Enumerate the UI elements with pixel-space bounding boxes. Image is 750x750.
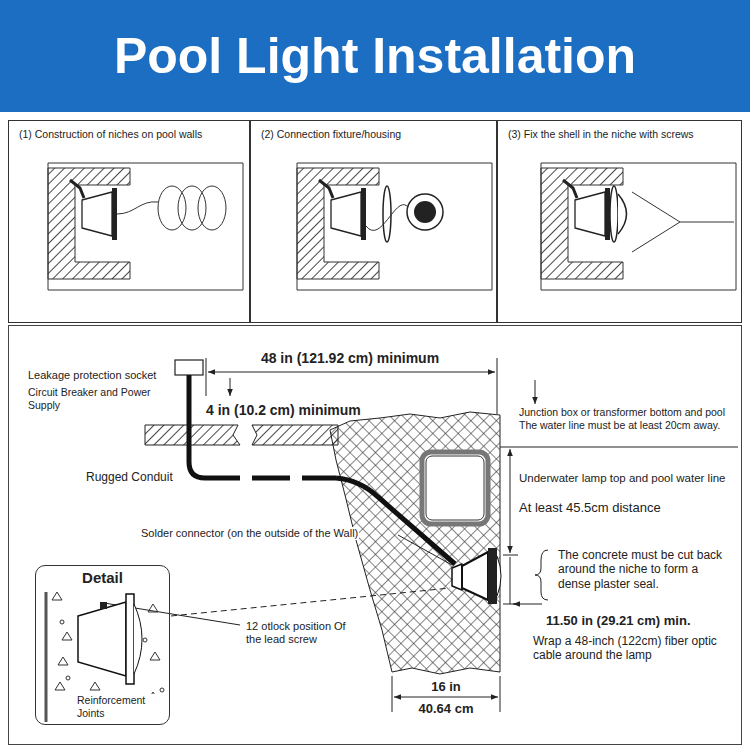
step-3-drawing — [541, 163, 736, 290]
aggregate — [52, 592, 160, 700]
extension-line — [500, 676, 501, 712]
dimension-line — [510, 557, 511, 604]
conduit-run — [189, 375, 240, 478]
step-panel: (3) Fix the shell in the niche with scre… — [497, 120, 742, 323]
junction-box-inner — [426, 456, 484, 520]
dimension-label: 40.64 cm — [418, 701, 475, 717]
socket-box — [175, 360, 203, 375]
dimension-label: 11.50 in (29.21 cm) min. — [545, 613, 692, 629]
pool-lamp — [452, 548, 501, 604]
lamp-lens — [618, 194, 627, 234]
lamp-lens — [414, 201, 436, 223]
wall-section — [297, 168, 379, 279]
cable — [117, 202, 158, 214]
tick — [503, 555, 518, 556]
screw-lines — [632, 192, 734, 252]
conduit — [563, 180, 577, 198]
conduit — [70, 180, 84, 198]
part-label: 12 otlock position Of the lead screw — [245, 620, 350, 646]
note: Underwater lamp top and pool water line — [518, 472, 726, 486]
section-frame — [48, 163, 243, 290]
section-frame — [541, 163, 736, 290]
part-label: Circuit Breaker and Power Supply — [27, 386, 177, 411]
cable-coil — [198, 186, 226, 230]
lead-screw — [100, 602, 107, 609]
step-caption: (3) Fix the shell in the niche with scre… — [506, 128, 696, 141]
dimension-label: 4 in (10.2 cm) minimum — [205, 402, 362, 419]
dimension-line — [510, 449, 511, 553]
lamp-flange — [488, 548, 497, 604]
page-title: Pool Light Installation — [114, 27, 636, 85]
reinforcement-bar — [45, 592, 48, 722]
conduit — [319, 180, 333, 198]
lamp-fixture — [407, 194, 443, 230]
note: Junction box or transformer bottom and p… — [518, 406, 738, 431]
detail-drawing — [46, 592, 164, 722]
step-panel: (2) Connection fixture/housing — [250, 120, 497, 323]
extension-line — [497, 358, 498, 414]
lamp-lens — [497, 556, 501, 596]
lamp-dimensions — [104, 449, 548, 712]
lamp-flange — [126, 594, 134, 684]
trim-ring — [383, 186, 391, 242]
lamp-housing — [331, 192, 361, 236]
leader-line — [398, 535, 452, 565]
step-1-drawing — [48, 163, 243, 290]
part-label: Solder connector (on the outside of the … — [140, 527, 359, 540]
wall-section — [541, 168, 623, 279]
step-2-drawing — [297, 163, 492, 290]
detail-pointer — [171, 588, 450, 616]
lamp-flange — [361, 188, 366, 240]
dimension-line — [394, 697, 498, 698]
cable — [366, 205, 407, 231]
wall-section — [48, 168, 130, 279]
brace — [535, 550, 548, 600]
dimension-label: 16 in — [430, 679, 462, 695]
lamp-lens — [134, 604, 142, 674]
panel-frame — [9, 326, 742, 745]
dimension-arrow — [230, 378, 231, 396]
dimension-arrow — [513, 604, 542, 605]
extension-line — [392, 676, 393, 712]
step-caption: (2) Connection fixture/housing — [259, 128, 403, 141]
extension-line — [206, 358, 207, 396]
step-caption: (1) Construction of niches on pool walls — [17, 128, 204, 141]
conduit-run — [252, 476, 336, 481]
note: The concrete must be cut back around the… — [557, 548, 735, 591]
trim-ring — [610, 186, 618, 242]
detail-heading: Detail — [80, 569, 125, 588]
part-label: Leakage protection socket — [27, 369, 157, 382]
deck-slab — [145, 425, 240, 445]
water-line — [500, 447, 738, 448]
deck-slab — [252, 425, 338, 445]
note: Wrap a 48-inch (122cm) fiber optic cable… — [532, 634, 732, 663]
step-panel: (1) Construction of niches on pool walls — [8, 120, 250, 323]
lamp-housing — [462, 552, 488, 600]
pool-wall — [330, 412, 500, 674]
section-frame — [297, 163, 492, 290]
header-band: Pool Light Installation — [0, 0, 750, 112]
dimension-line — [208, 372, 495, 373]
part-label: Reinforcement Joints — [76, 694, 162, 719]
part-label: Rugged Conduit — [85, 470, 174, 484]
lamp-flange — [112, 188, 117, 240]
lamp-housing — [575, 192, 605, 236]
lamp-back — [452, 564, 462, 590]
dimension-label: 48 in (121.92 cm) minimum — [260, 350, 440, 367]
junction-box — [422, 452, 488, 524]
lamp-housing — [78, 602, 126, 676]
dimension-arrow — [535, 380, 536, 404]
lamp-housing — [82, 192, 112, 236]
dimension-label: At least 45.5cm distance — [518, 500, 662, 516]
